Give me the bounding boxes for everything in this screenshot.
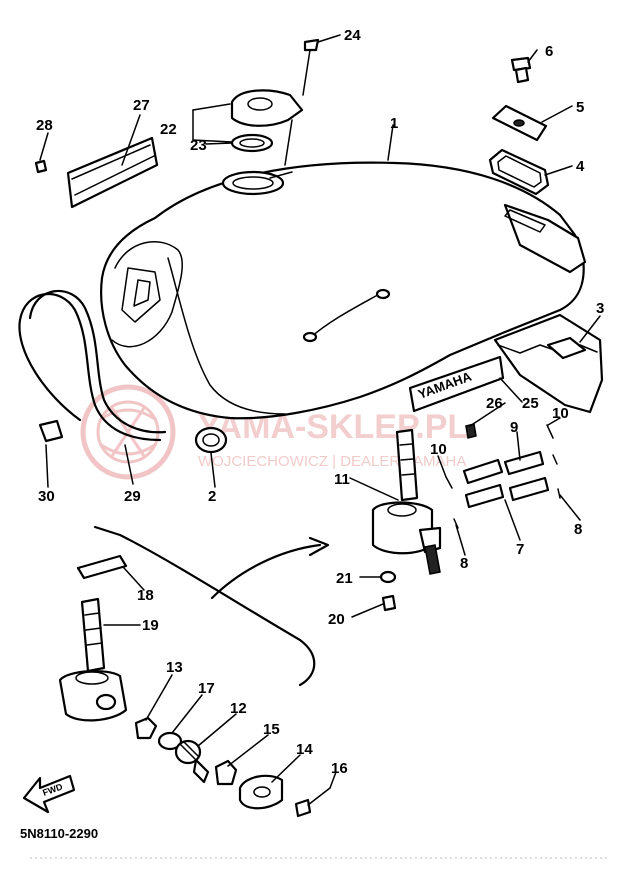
screw-16 <box>294 798 312 818</box>
callout-labels: 24 6 5 4 3 27 28 22 23 26 25 10 9 10 2 2… <box>36 27 604 777</box>
callout-25: 25 <box>522 395 539 412</box>
screw-28 <box>34 159 48 174</box>
callout-22: 22 <box>160 121 177 138</box>
hose <box>18 292 162 442</box>
callout-19: 19 <box>142 617 159 634</box>
callout-18: 18 <box>137 587 154 604</box>
gasket-18 <box>76 554 128 580</box>
fwd-arrow-icon: FWD <box>22 774 76 814</box>
damper-4 <box>488 148 550 196</box>
callout-27: 27 <box>133 97 150 114</box>
callout-9: 9 <box>510 419 518 436</box>
callout-26: 26 <box>486 395 503 412</box>
callout-11: 11 <box>334 471 350 488</box>
plate-14 <box>238 774 284 810</box>
callout-16: 16 <box>331 760 348 777</box>
fuel-cock-11 <box>371 428 442 575</box>
callout-24: 24 <box>344 27 361 44</box>
callout-15: 15 <box>263 721 280 738</box>
emblem-27 <box>66 136 159 209</box>
nut-13 <box>134 716 158 740</box>
oring-17 <box>157 731 183 751</box>
callout-14: 14 <box>296 741 313 758</box>
callout-21: 21 <box>336 570 353 587</box>
callout-29: 29 <box>124 488 141 505</box>
callout-2: 2 <box>208 488 216 505</box>
leader-lines <box>39 34 601 789</box>
damper-2 <box>194 426 228 454</box>
cap-assembly <box>230 38 320 166</box>
fuel-tank <box>100 161 587 420</box>
callout-8a: 8 <box>460 555 468 572</box>
direction-arrow <box>210 543 322 600</box>
damper-3 <box>493 313 604 414</box>
callout-30: 30 <box>38 488 55 505</box>
callout-1: 1 <box>390 115 398 132</box>
callout-4: 4 <box>576 158 585 175</box>
watermark-sub: WOJCIECHOWICZ | DEALER YAMAHA <box>198 453 466 470</box>
callout-17: 17 <box>198 680 215 697</box>
nut-15 <box>214 759 238 786</box>
lever-12 <box>174 739 210 784</box>
callout-6: 6 <box>545 43 553 60</box>
callout-10b: 10 <box>552 405 569 422</box>
bolt-6 <box>510 56 532 84</box>
fuel-cock-19 <box>58 597 128 722</box>
callout-5: 5 <box>576 99 584 116</box>
callout-7: 7 <box>516 541 524 558</box>
diagram-code: 5N8110-2290 <box>20 826 98 841</box>
callout-20: 20 <box>328 611 345 628</box>
filters <box>445 424 561 529</box>
callout-13: 13 <box>166 659 183 676</box>
callout-10a: 10 <box>430 441 447 458</box>
callout-3: 3 <box>596 300 604 317</box>
callout-23: 23 <box>190 137 207 154</box>
screw-20 <box>381 594 397 612</box>
callout-12: 12 <box>230 700 247 717</box>
callout-28: 28 <box>36 117 53 134</box>
clip-30 <box>38 419 64 443</box>
callout-8b: 8 <box>574 521 582 538</box>
washer-21 <box>379 570 397 584</box>
